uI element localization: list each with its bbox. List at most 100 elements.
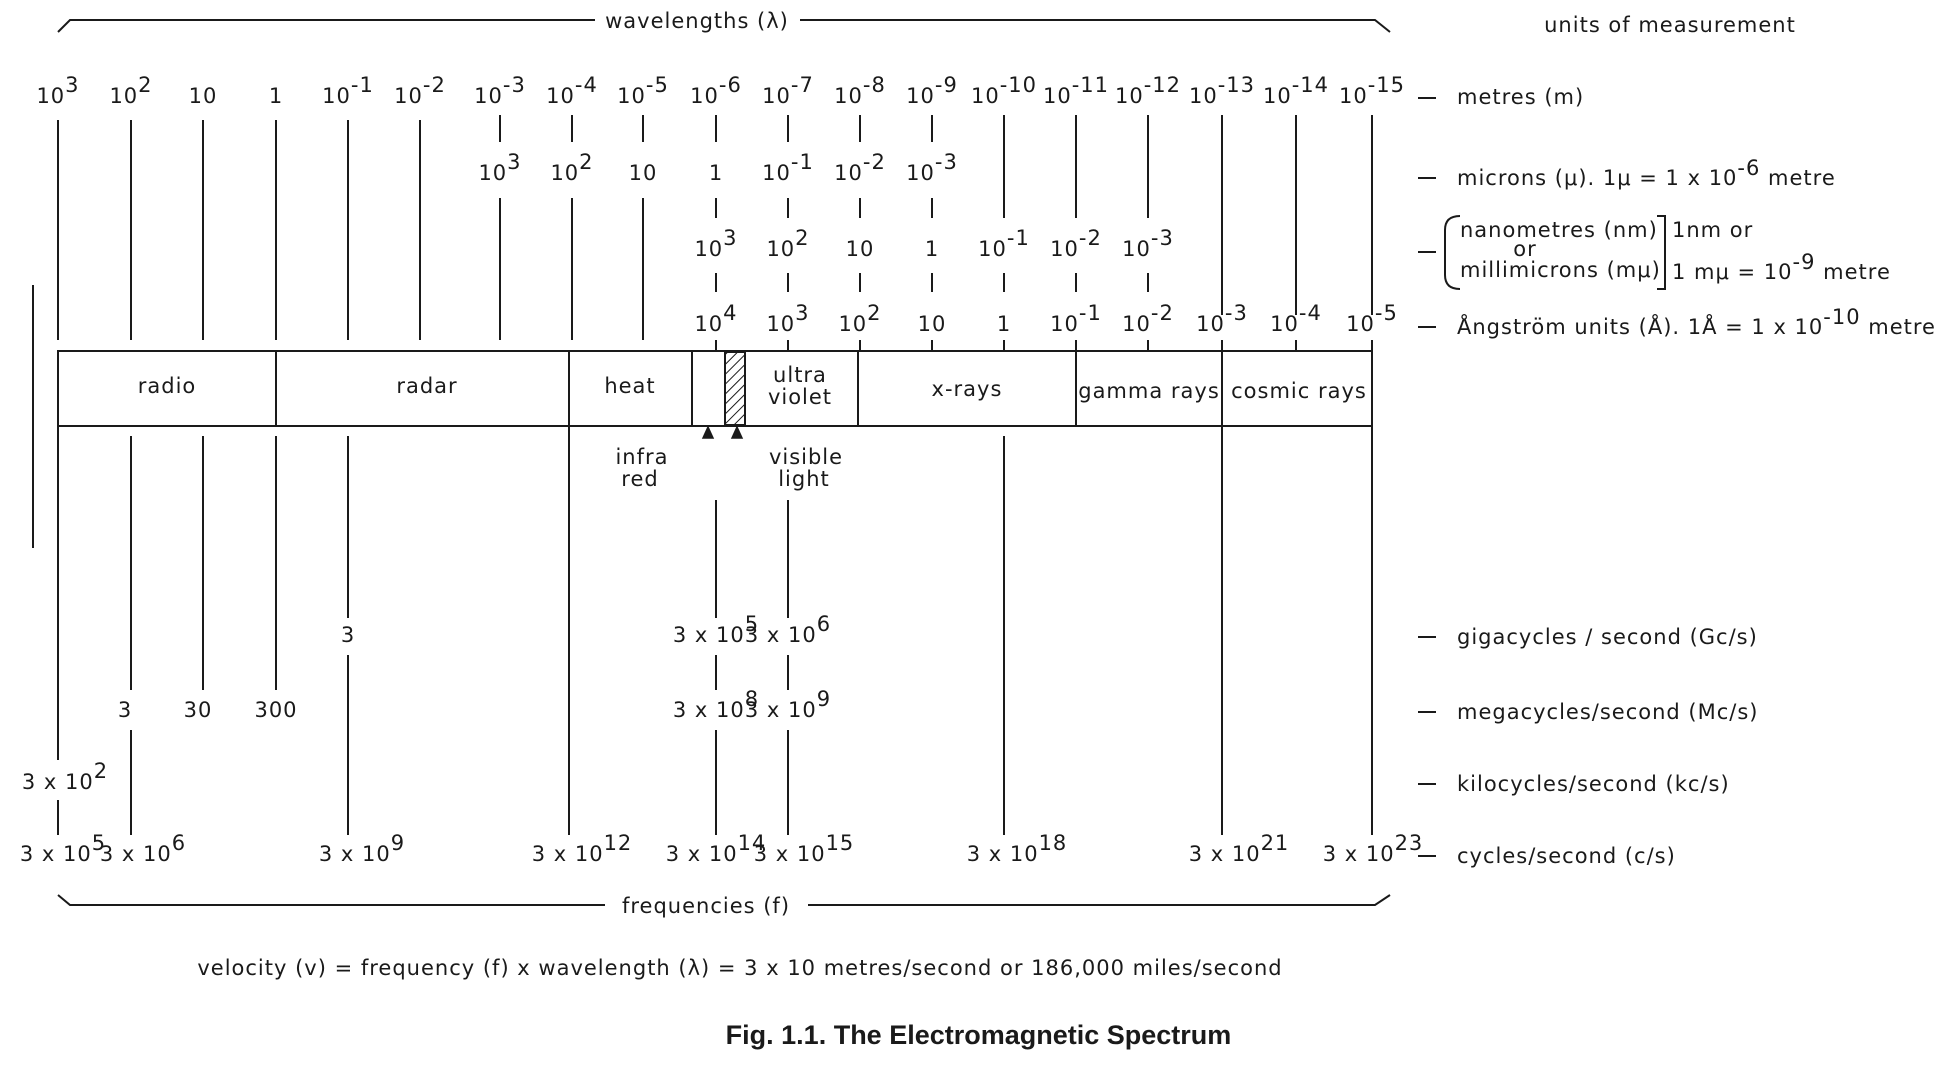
metres-value: 10-7 xyxy=(762,73,814,108)
megacycles-value: 30 xyxy=(184,698,213,722)
band-label-violet: violet xyxy=(768,385,832,409)
megacycles-value: 3 x 108 xyxy=(673,687,759,722)
metres-value: 10-10 xyxy=(971,73,1037,108)
metres-value: 10-2 xyxy=(394,73,446,108)
band-label-cosmic-rays: cosmic rays xyxy=(1231,379,1367,403)
metres-value: 10-9 xyxy=(906,73,958,108)
angstrom-value: 10-5 xyxy=(1346,301,1398,336)
scale-lines xyxy=(57,115,1373,835)
angstrom-value: 102 xyxy=(838,301,881,336)
megacycles-value: 3 xyxy=(118,698,132,722)
visible-light-pointer xyxy=(737,430,764,457)
cycles-value: 3 x 1014 xyxy=(666,831,767,866)
figure-caption: Fig. 1.1. The Electromagnetic Spectrum xyxy=(725,1020,1232,1050)
metres-value: 103 xyxy=(36,73,79,108)
metres-value: 10-13 xyxy=(1189,73,1255,108)
band-label-gamma-rays: gamma rays xyxy=(1078,379,1220,403)
cycles-value: 3 x 106 xyxy=(100,831,186,866)
right-bracket xyxy=(1657,215,1666,290)
units-heading: units of measurement xyxy=(1544,13,1796,37)
frequencies-label: frequencies (f) xyxy=(622,894,790,918)
red-label: red xyxy=(621,467,658,491)
unit-megacycles: megacycles/second (Mc/s) xyxy=(1457,700,1759,724)
metres-value: 10-8 xyxy=(834,73,886,108)
band-label-radar: radar xyxy=(396,374,457,398)
metres-value: 10-15 xyxy=(1339,73,1405,108)
frequency-brace xyxy=(57,894,1391,906)
microns-value: 10-1 xyxy=(762,150,814,185)
kilocycles-value: 3 x 102 xyxy=(22,759,108,794)
visible-light-band xyxy=(724,351,746,426)
band-callouts xyxy=(672,425,764,457)
unit-nm-equivalence: 1nm or xyxy=(1672,218,1753,242)
cycles-value: 3 x 109 xyxy=(319,831,405,866)
metres-value: 10-1 xyxy=(322,73,374,108)
nanometres-value: 103 xyxy=(694,226,737,261)
visible-label: visible xyxy=(769,445,843,469)
nanometres-value: 10 xyxy=(846,237,875,261)
band-label-ultra: ultra xyxy=(773,363,827,387)
microns-value: 10 xyxy=(629,161,658,185)
angstrom-value: 1 xyxy=(997,312,1011,336)
cycles-value: 3 x 1012 xyxy=(532,831,633,866)
angstrom-value: 10-3 xyxy=(1196,301,1248,336)
unit-angstrom: Ångström units (Å). 1Å = 1 x 10-10 metre xyxy=(1457,305,1936,339)
metres-value: 10-4 xyxy=(546,73,598,108)
metres-value: 102 xyxy=(109,73,152,108)
angstrom-value: 103 xyxy=(766,301,809,336)
unit-gigacycles: gigacycles / second (Gc/s) xyxy=(1457,625,1758,649)
spectrum-bar: radio radar heat ultra violet x-rays gam… xyxy=(57,350,1373,427)
gigacycles-value: 3 xyxy=(341,623,355,647)
velocity-note: velocity (v) = frequency (f) x wavelengt… xyxy=(197,956,1282,980)
microns-value: 103 xyxy=(478,150,521,185)
left-bracket xyxy=(1444,215,1461,290)
wavelength-brace xyxy=(57,19,1391,33)
cycles-value: 3 x 1018 xyxy=(967,831,1068,866)
megacycles-value: 3 x 109 xyxy=(745,687,831,722)
nanometres-value: 1 xyxy=(925,237,939,261)
cycles-value: 3 x 1023 xyxy=(1323,831,1424,866)
metres-value: 10-6 xyxy=(690,73,742,108)
angstrom-value: 104 xyxy=(694,301,737,336)
band-label-heat: heat xyxy=(604,374,655,398)
gigacycles-value: 3 x 105 xyxy=(673,612,759,647)
infra-red-pointer xyxy=(672,430,708,457)
unit-cycles: cycles/second (c/s) xyxy=(1457,844,1676,868)
unit-microns: microns (μ). 1μ = 1 x 10-6 metre xyxy=(1457,156,1836,190)
angstrom-value: 10-2 xyxy=(1122,301,1174,336)
gigacycles-value: 3 x 106 xyxy=(745,612,831,647)
unit-nanometres: nanometres (nm) xyxy=(1460,218,1658,242)
units-column: metres (m) microns (μ). 1μ = 1 x 10-6 me… xyxy=(1418,85,1936,868)
metres-value: 10-5 xyxy=(617,73,669,108)
microns-value: 10-3 xyxy=(906,150,958,185)
microns-value: 10-2 xyxy=(834,150,886,185)
light-label: light xyxy=(778,467,830,491)
metres-value: 10-14 xyxy=(1263,73,1329,108)
wavelengths-label: wavelengths (λ) xyxy=(605,9,789,33)
microns-value: 1 xyxy=(709,161,723,185)
metres-value: 10-3 xyxy=(474,73,526,108)
infra-red-arrowhead-icon xyxy=(701,425,715,439)
unit-or: or xyxy=(1513,237,1536,261)
metres-value: 1 xyxy=(269,84,283,108)
microns-value: 102 xyxy=(550,150,593,185)
nanometres-value: 10-1 xyxy=(978,226,1030,261)
cycles-value: 3 x 1021 xyxy=(1189,831,1290,866)
metres-value: 10 xyxy=(189,84,218,108)
visible-light-arrowhead-icon xyxy=(730,425,744,439)
angstrom-value: 10-1 xyxy=(1050,301,1102,336)
cycles-value: 3 x 1015 xyxy=(754,831,855,866)
cycles-value: 3 x 105 xyxy=(20,831,106,866)
spectrum-bar-frame xyxy=(57,350,1373,427)
band-label-x-rays: x-rays xyxy=(932,377,1003,401)
megacycles-value: 300 xyxy=(254,698,297,722)
unit-millimicrons: millimicrons (mμ) xyxy=(1460,258,1661,282)
nanometres-value: 10-3 xyxy=(1122,226,1174,261)
nanometres-value: 102 xyxy=(766,226,809,261)
metres-value: 10-12 xyxy=(1115,73,1181,108)
unit-kilocycles: kilocycles/second (kc/s) xyxy=(1457,772,1730,796)
angstrom-value: 10 xyxy=(918,312,947,336)
nanometres-value: 10-2 xyxy=(1050,226,1102,261)
